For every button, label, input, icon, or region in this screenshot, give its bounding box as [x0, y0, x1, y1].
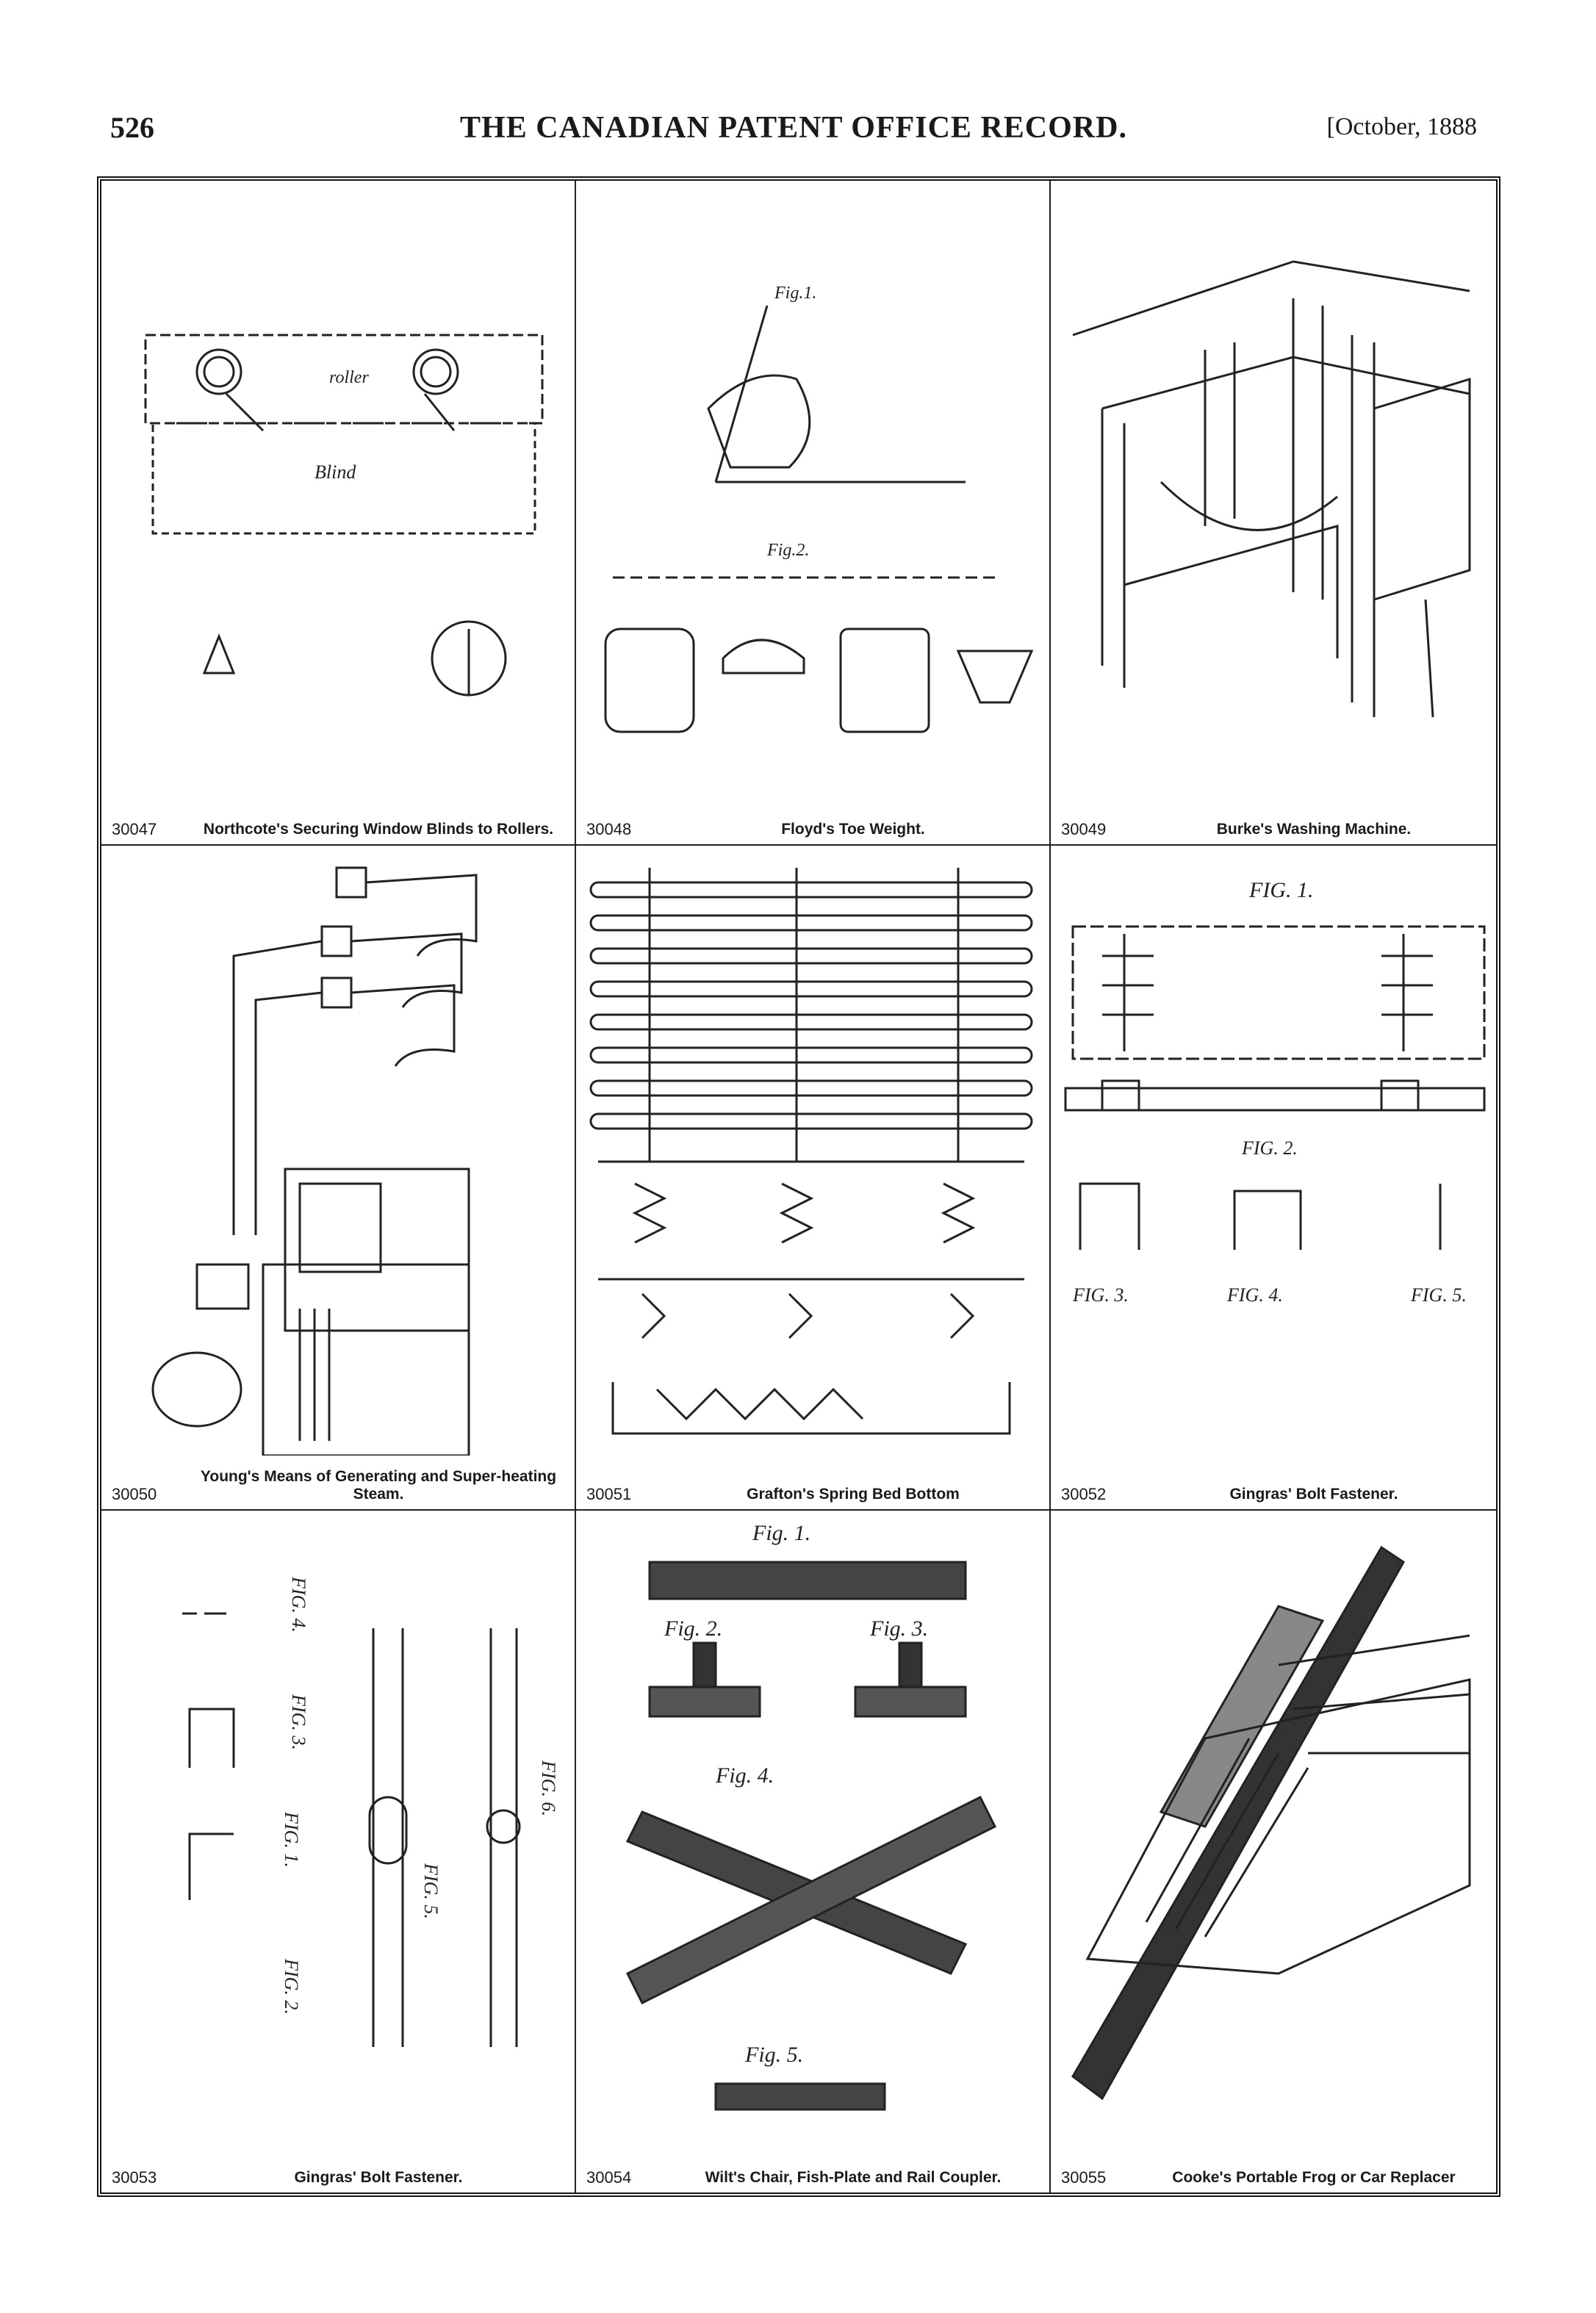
issue-date: [October, 1888: [1326, 113, 1477, 140]
fig-1-label: Fig. 1.: [752, 1521, 810, 1545]
patent-cell-30050: 30050 Young's Means of Generating and Su…: [101, 846, 576, 1511]
bolt-fastener-illustration: FIG. 1. FIG. 2. FIG. 3. FIG. 4. FIG. 5.: [1064, 878, 1486, 1306]
patent-cell-30054: Fig. 1. Fig. 2. Fig. 3. Fig. 4. Fig. 5. …: [576, 1511, 1051, 2193]
fig-4-label: FIG. 4.: [288, 1576, 309, 1633]
patent-number: 30054: [586, 2168, 632, 2187]
toe-weight-illustration: Fig.1. Fig.2.: [604, 284, 1034, 733]
patent-number: 30052: [1061, 1484, 1107, 1503]
fig-1-label: FIG. 1.: [1248, 878, 1313, 902]
fig-3-label: FIG. 3.: [288, 1694, 309, 1750]
page-title: THE CANADIAN PATENT OFFICE RECORD.: [460, 111, 1127, 145]
fig-2-label: FIG. 2.: [1241, 1137, 1298, 1159]
fig-2-label: Fig. 2.: [664, 1616, 722, 1641]
fig-3-label: Fig. 3.: [869, 1616, 928, 1641]
patent-number: 30055: [1061, 2168, 1107, 2187]
patent-title: Burke's Washing Machine.: [1216, 820, 1412, 838]
fig-5-label: FIG. 5.: [1410, 1284, 1467, 1306]
patent-cell-30047: roller Blind 30047 Northcote's Securing …: [101, 181, 576, 846]
fig-2-label: FIG. 2.: [281, 1958, 302, 2015]
patent-title: Gingras' Bolt Fastener.: [294, 2168, 463, 2186]
patent-number: 30051: [586, 1484, 632, 1503]
page-header: 526 THE CANADIAN PATENT OFFICE RECORD. […: [110, 110, 1477, 154]
patent-title: Grafton's Spring Bed Bottom: [747, 1485, 960, 1503]
fig-2-label: Fig.2.: [766, 541, 809, 560]
patent-cell-30053: FIG. 1. FIG. 2. FIG. 3. FIG. 4. FIG. 5. …: [101, 1511, 576, 2193]
car-replacer-illustration: [1071, 1545, 1471, 2101]
patent-caption: 30049 Burke's Washing Machine.: [1061, 819, 1486, 838]
patent-title: Floyd's Toe Weight.: [781, 820, 925, 838]
fig-1-label: FIG. 1.: [281, 1811, 302, 1868]
patent-caption: 30053 Gingras' Bolt Fastener.: [112, 2168, 564, 2187]
fig-1-label: Fig.1.: [774, 284, 816, 303]
patent-title: Wilt's Chair, Fish-Plate and Rail Couple…: [705, 2168, 1002, 2186]
patent-caption: 30052 Gingras' Bolt Fastener.: [1061, 1484, 1486, 1503]
patent-cell-30055: 30055 Cooke's Portable Frog or Car Repla…: [1051, 1511, 1496, 2193]
patent-caption: 30048 Floyd's Toe Weight.: [586, 819, 1039, 838]
fig-4-label: Fig. 4.: [715, 1763, 774, 1788]
patent-title: Northcote's Securing Window Blinds to Ro…: [203, 820, 554, 838]
patent-number: 30047: [112, 819, 157, 838]
patent-caption: 30051 Grafton's Spring Bed Bottom: [586, 1484, 1039, 1503]
page-number: 526: [110, 111, 154, 144]
bolt-fastener-rotated-illustration: FIG. 1. FIG. 2. FIG. 3. FIG. 4. FIG. 5. …: [182, 1576, 559, 2047]
blind-label: Blind: [314, 461, 356, 483]
patent-cell-30049: 30049 Burke's Washing Machine.: [1051, 181, 1496, 846]
patent-number: 30053: [112, 2168, 157, 2187]
rail-coupler-illustration: Fig. 1. Fig. 2. Fig. 3. Fig. 4. Fig. 5.: [625, 1521, 997, 2111]
fig-3-label: FIG. 3.: [1072, 1284, 1129, 1306]
patent-cell-30051: 30051 Grafton's Spring Bed Bottom: [576, 846, 1051, 1511]
steam-generator-illustration: [151, 866, 478, 1456]
patent-caption: 30054 Wilt's Chair, Fish-Plate and Rail …: [586, 2168, 1039, 2187]
fig-4-label: FIG. 4.: [1226, 1284, 1283, 1306]
patent-cell-30048: Fig.1. Fig.2. 30048 Floyd's Toe Weight.: [576, 181, 1051, 846]
patent-number: 30049: [1061, 819, 1107, 838]
patent-caption: 30050 Young's Means of Generating and Su…: [112, 1468, 564, 1503]
patent-caption: 30047 Northcote's Securing Window Blinds…: [112, 819, 564, 838]
patent-caption: 30055 Cooke's Portable Frog or Car Repla…: [1061, 2168, 1486, 2187]
fig-6-label: FIG. 6.: [538, 1760, 559, 1816]
roller-label: roller: [329, 368, 369, 387]
fig-5-label: Fig. 5.: [744, 2043, 803, 2067]
patent-grid: roller Blind 30047 Northcote's Securing …: [97, 176, 1500, 2197]
washing-machine-illustration: [1072, 260, 1471, 718]
patent-cell-30052: FIG. 1. FIG. 2. FIG. 3. FIG. 4. FIG. 5. …: [1051, 846, 1496, 1511]
spring-bed-illustration: [589, 868, 1033, 1435]
window-blind-illustration: roller Blind: [144, 334, 544, 697]
patent-title: Cooke's Portable Frog or Car Replacer: [1172, 2168, 1456, 2186]
patent-number: 30050: [112, 1484, 157, 1503]
patent-number: 30048: [586, 819, 632, 838]
patent-title: Young's Means of Generating and Super-he…: [200, 1467, 557, 1503]
fig-5-label: FIG. 5.: [420, 1863, 442, 1919]
patent-title: Gingras' Bolt Fastener.: [1229, 1485, 1398, 1503]
